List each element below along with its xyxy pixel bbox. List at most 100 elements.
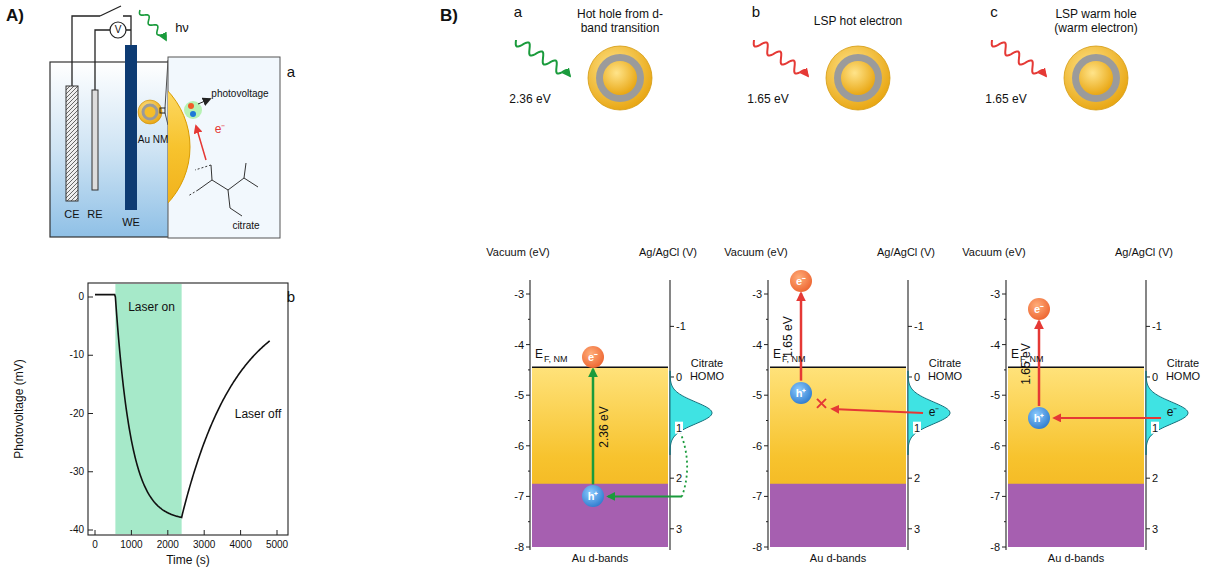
text-label: a <box>514 3 522 20</box>
text-label: 2 <box>1151 472 1159 485</box>
text-label: 4000 <box>229 539 251 551</box>
text-label: -7 <box>752 490 762 503</box>
axis-tick <box>526 395 530 396</box>
fermi-level <box>532 367 668 369</box>
photon-wave <box>992 40 1046 76</box>
node-text: h⁺ <box>796 387 807 399</box>
axis-tick <box>1002 445 1006 446</box>
axis-tick <box>1004 471 1006 472</box>
axis-tick <box>1002 547 1006 548</box>
text-label: -40 <box>70 524 84 536</box>
plot-frame <box>88 283 288 535</box>
axis-tick <box>1004 319 1006 320</box>
energy-diagram <box>516 40 712 550</box>
axis-tick <box>88 471 93 472</box>
axis-tick <box>764 496 768 497</box>
silica-shell <box>596 54 644 102</box>
text-label: Hot hole from d-band transition <box>568 8 673 36</box>
wire <box>72 16 100 86</box>
photovoltage-chart <box>88 283 288 535</box>
text-label: -1 <box>913 320 925 333</box>
gold-core <box>145 107 156 118</box>
text-label: c <box>990 3 998 20</box>
text-label: -3 <box>990 288 1000 301</box>
au-sp-band <box>770 367 906 547</box>
axis-tick <box>528 319 530 320</box>
laser-on-band <box>115 284 181 534</box>
axis-tick <box>526 445 530 446</box>
text-label: Citrate HOMO <box>924 357 966 382</box>
working-electrode <box>125 45 137 210</box>
text-label: -4 <box>752 338 762 351</box>
reference-electrode <box>92 90 98 190</box>
text-label: 3000 <box>193 539 215 551</box>
counter-electrode <box>66 86 78 201</box>
text-label: Vacuum (eV) <box>486 246 549 259</box>
text-label: A) <box>6 6 24 26</box>
text-label: hν <box>175 21 189 36</box>
axis-tick <box>1002 294 1006 295</box>
photovoltage-curve <box>95 295 270 518</box>
text-label: 1 <box>1151 421 1159 434</box>
hole-refill-arrow <box>608 495 682 497</box>
silica-shell <box>834 54 882 102</box>
citrate-bond <box>188 165 211 196</box>
leader-arrow <box>198 99 210 104</box>
au-d-bands <box>770 484 906 547</box>
text-label: CE <box>64 208 79 221</box>
node-text: e⁻ <box>1034 303 1044 315</box>
hole-refill-path <box>678 427 687 496</box>
photon-wave <box>516 40 570 76</box>
text-label: -3 <box>514 288 524 301</box>
vacuum-axis <box>1005 280 1006 550</box>
text-label: Au d-bands <box>1048 552 1104 565</box>
cell-schematic <box>26 6 280 238</box>
text-label: b <box>752 3 760 20</box>
text-label: -3 <box>752 288 762 301</box>
text-label: Citrate HOMO <box>1162 357 1204 382</box>
axis-tick <box>167 530 168 535</box>
node-text: e⁻ <box>796 275 806 287</box>
text-label: 2 <box>675 472 683 485</box>
text-label: WE <box>122 216 140 229</box>
photon-wave <box>139 10 166 40</box>
axis-tick <box>1146 478 1150 479</box>
zoom-box <box>160 108 165 113</box>
vacuum-axis <box>767 280 768 550</box>
axis-tick <box>526 496 530 497</box>
axis-tick <box>670 326 674 327</box>
au-nanomatryoshka <box>588 46 652 110</box>
text-label: b <box>287 288 295 305</box>
energy-diagram <box>992 40 1188 550</box>
text-label: -10 <box>70 350 84 362</box>
text-label: -5 <box>990 389 1000 402</box>
hole-circle: h⁺ <box>1028 407 1050 429</box>
axis-tick <box>528 471 530 472</box>
fermi-level <box>770 367 906 369</box>
text-label: 1.65 eV <box>985 93 1026 107</box>
text-label: 1000 <box>120 539 142 551</box>
text-label: -6 <box>990 439 1000 452</box>
axis-tick <box>88 297 93 298</box>
au-d-bands <box>532 484 668 547</box>
text-label: photovoltage <box>211 88 268 100</box>
axis-tick <box>1002 496 1006 497</box>
axis-tick <box>1002 395 1006 396</box>
au-nanomatryoshka <box>138 100 162 124</box>
node-text: Laser on <box>115 301 187 314</box>
transition-arrow <box>800 293 803 380</box>
axis-tick <box>670 478 674 479</box>
text-label: 3 <box>1151 522 1159 535</box>
text-label: e⁻ <box>1167 406 1178 420</box>
electron-transfer-arrow <box>196 126 206 160</box>
silica-shell <box>1072 54 1120 102</box>
text-label: Au d-bands <box>810 552 866 565</box>
text-label: citrate <box>232 220 259 232</box>
text-label: 3 <box>913 522 921 535</box>
text-label: Vacuum (eV) <box>724 246 787 259</box>
text-label: -8 <box>990 541 1000 554</box>
hole-dot <box>190 111 196 117</box>
text-label: e⁻ <box>929 406 940 420</box>
